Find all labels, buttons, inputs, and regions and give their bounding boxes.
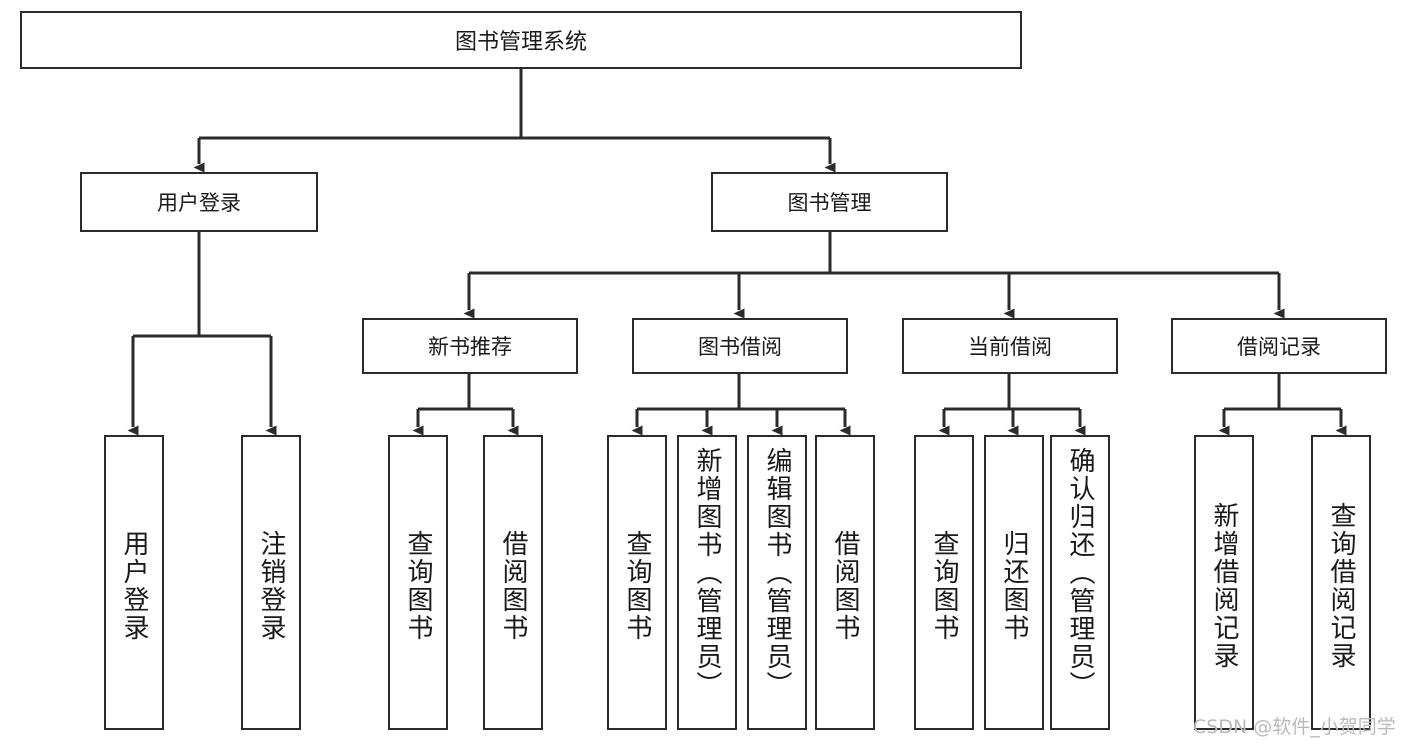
node-label: 注销登录 <box>256 529 287 642</box>
node-label: 查询图书 <box>929 529 960 642</box>
node-label: 归还图书 <box>999 529 1030 642</box>
leaf-text-wrap: 用户登录 <box>106 443 162 728</box>
leaf-record-add-record[interactable]: 新增借阅记录 <box>1194 435 1254 730</box>
node-user-login[interactable]: 用户登录 <box>80 172 318 232</box>
leaf-text-wrap: 借阅图书 <box>485 443 541 728</box>
leaf-recommend-borrow-book[interactable]: 借阅图书 <box>483 435 543 730</box>
leaf-text-wrap: 查询图书 <box>916 443 972 728</box>
node-label: 借阅图书 <box>498 529 529 642</box>
leaf-text-wrap: 新增图书（管理员） <box>679 443 735 732</box>
watermark-credit: CSDN @软件_小贺同学 <box>1193 716 1396 738</box>
node-label: 编辑图书（管理员） <box>762 447 793 699</box>
node-label: 借阅图书 <box>830 529 861 642</box>
node-label: 借阅记录 <box>1237 335 1321 359</box>
leaf-record-query-record[interactable]: 查询借阅记录 <box>1311 435 1371 730</box>
node-label: 用户登录 <box>119 529 150 642</box>
leaf-text-wrap: 注销登录 <box>243 443 299 728</box>
leaf-text-wrap: 借阅图书 <box>817 443 873 728</box>
leaf-borrow-edit-book-admin[interactable]: 编辑图书（管理员） <box>747 435 807 730</box>
node-label: 查询图书 <box>622 529 653 642</box>
node-label: 用户登录 <box>157 191 241 215</box>
node-label: 图书管理 <box>787 191 872 215</box>
leaf-current-return-book[interactable]: 归还图书 <box>984 435 1044 730</box>
node-root-system[interactable]: 图书管理系统 <box>20 11 1022 69</box>
leaf-text-wrap: 查询借阅记录 <box>1313 443 1369 728</box>
node-label: 新增图书（管理员） <box>692 447 723 699</box>
node-label: 确认归还（管理员） <box>1065 447 1096 699</box>
leaf-user-login-logout[interactable]: 注销登录 <box>241 435 301 730</box>
node-book-management[interactable]: 图书管理 <box>711 172 948 232</box>
node-borrow-record[interactable]: 借阅记录 <box>1171 318 1387 374</box>
node-current-borrow[interactable]: 当前借阅 <box>902 318 1118 374</box>
leaf-text-wrap: 新增借阅记录 <box>1196 443 1252 728</box>
node-label: 新书推荐 <box>428 335 512 359</box>
leaf-text-wrap: 编辑图书（管理员） <box>749 443 805 732</box>
leaf-text-wrap: 查询图书 <box>390 443 446 728</box>
leaf-borrow-borrow-book[interactable]: 借阅图书 <box>815 435 875 730</box>
node-label: 查询借阅记录 <box>1326 501 1357 670</box>
leaf-text-wrap: 查询图书 <box>609 443 665 728</box>
node-label: 图书借阅 <box>698 335 782 359</box>
node-label: 当前借阅 <box>968 335 1052 359</box>
node-label: 图书管理系统 <box>454 30 587 55</box>
leaf-borrow-add-book-admin[interactable]: 新增图书（管理员） <box>677 435 737 730</box>
node-book-borrow[interactable]: 图书借阅 <box>632 318 848 374</box>
node-label: 查询图书 <box>403 529 434 642</box>
leaf-current-query-book[interactable]: 查询图书 <box>914 435 974 730</box>
leaf-current-confirm-return-admin[interactable]: 确认归还（管理员） <box>1050 435 1110 730</box>
leaf-text-wrap: 确认归还（管理员） <box>1052 443 1108 732</box>
node-label: 新增借阅记录 <box>1209 501 1240 670</box>
leaf-user-login-login[interactable]: 用户登录 <box>104 435 164 730</box>
leaf-borrow-query-book[interactable]: 查询图书 <box>607 435 667 730</box>
leaf-text-wrap: 归还图书 <box>986 443 1042 728</box>
leaf-recommend-query-book[interactable]: 查询图书 <box>388 435 448 730</box>
node-new-book-recommend[interactable]: 新书推荐 <box>362 318 578 374</box>
